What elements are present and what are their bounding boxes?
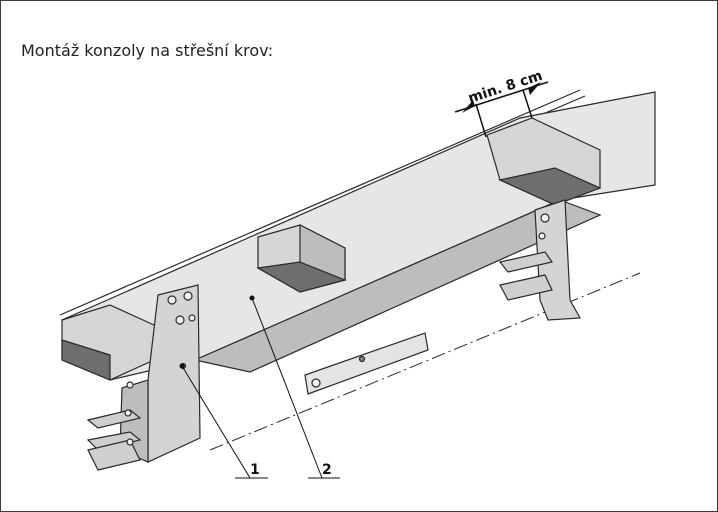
dimension-marker bbox=[454, 81, 549, 138]
mounting-plate bbox=[304, 332, 429, 395]
left-bracket bbox=[86, 284, 201, 471]
right-bracket bbox=[498, 199, 581, 321]
figure-caption: Montáž konzoly na střešní krov: bbox=[21, 41, 274, 60]
batten-middle bbox=[256, 224, 347, 293]
batten-right bbox=[486, 117, 602, 206]
batten-left bbox=[61, 304, 166, 381]
callout-2-label: 2 bbox=[322, 462, 332, 478]
callout-leaders bbox=[179, 295, 340, 479]
callout-1-label: 1 bbox=[250, 462, 260, 478]
